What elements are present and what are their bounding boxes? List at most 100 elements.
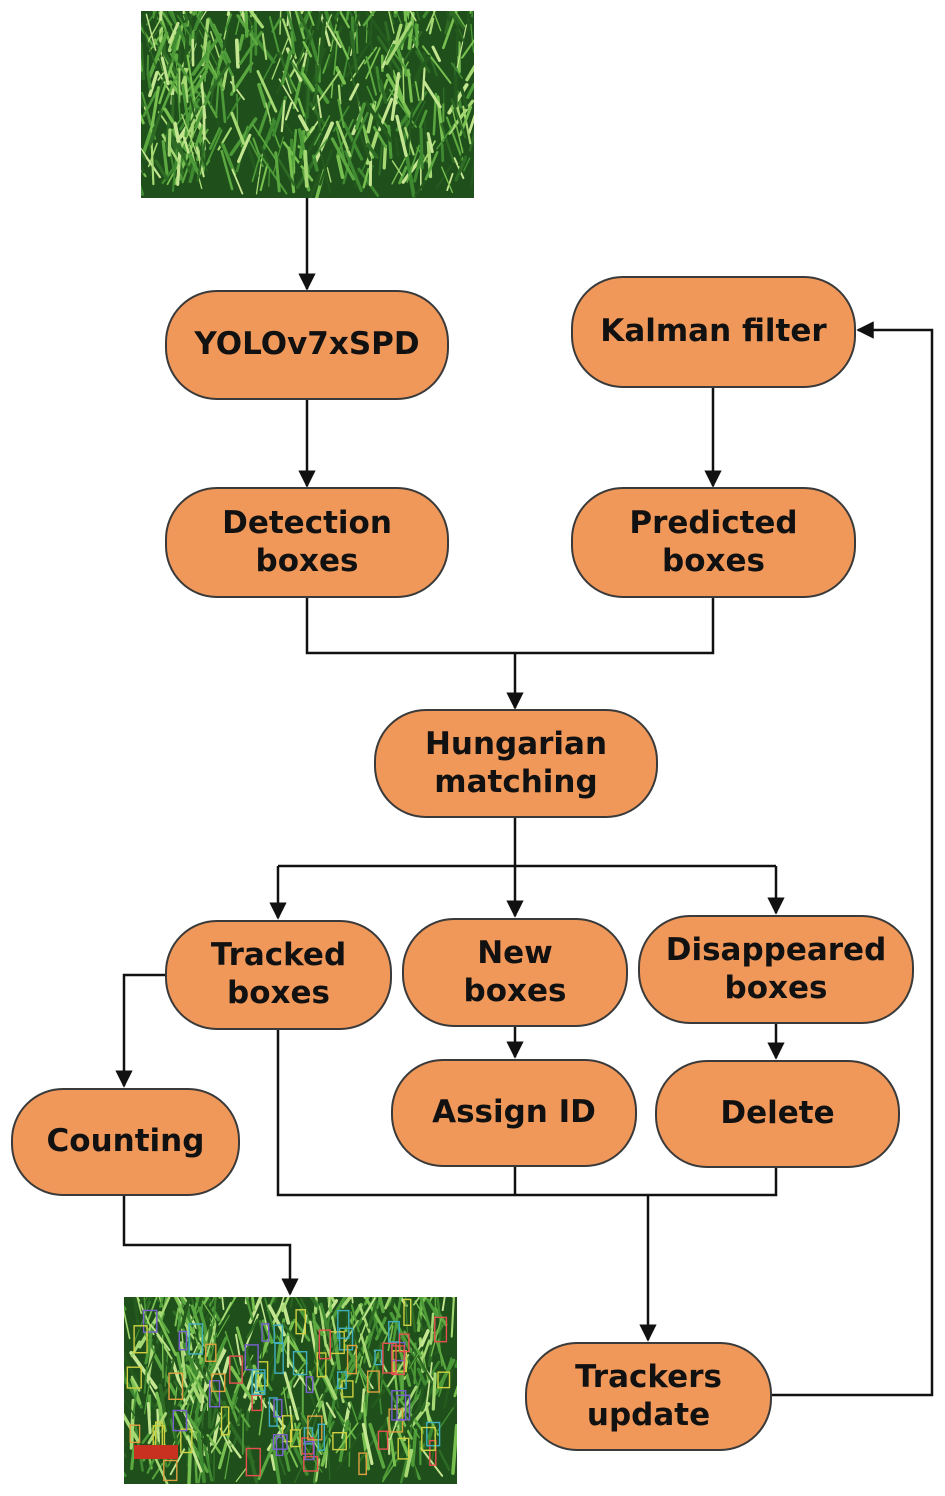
leaf-stroke: [340, 1297, 353, 1309]
leaf-stroke: [291, 128, 298, 168]
leaf-stroke: [187, 1443, 193, 1484]
leaf-stroke: [420, 1370, 442, 1412]
leaf-stroke: [231, 168, 244, 195]
leaf-stroke: [158, 62, 174, 105]
leaf-stroke: [453, 1384, 457, 1398]
leaf-stroke: [385, 21, 413, 66]
leaf-stroke: [387, 11, 395, 34]
leaf-stroke: [436, 125, 454, 150]
leaf-stroke: [146, 1402, 152, 1435]
leaf-stroke: [466, 82, 474, 100]
tracked-box-mark: [289, 1429, 301, 1448]
leaf-stroke: [416, 54, 431, 76]
leaf-stroke: [441, 1297, 446, 1312]
leaf-stroke: [161, 1335, 164, 1379]
leaf-stroke: [384, 1297, 392, 1310]
leaf-stroke: [193, 11, 210, 38]
leaf-stroke: [468, 129, 474, 152]
tracked-box-mark: [220, 1406, 230, 1436]
leaf-stroke: [284, 101, 293, 121]
leaf-stroke: [409, 11, 417, 22]
leaf-stroke: [229, 1365, 256, 1404]
arrow-counting-to-output: [122, 1196, 299, 1296]
arrow-trackers-feedback-to-kalman: [772, 321, 934, 1397]
leaf-stroke: [450, 98, 467, 139]
leaf-stroke: [364, 1297, 388, 1335]
leaf-stroke: [293, 1372, 303, 1388]
leaf-stroke: [416, 1297, 424, 1333]
leaf-stroke: [450, 62, 464, 79]
leaf-stroke: [349, 30, 359, 74]
leaf-stroke: [320, 1434, 333, 1467]
leaf-stroke: [244, 1351, 254, 1372]
leaf-stroke: [239, 11, 248, 24]
tracked-box-mark: [304, 1440, 315, 1461]
leaf-stroke: [193, 1297, 200, 1313]
tracked-box-mark: [133, 1325, 148, 1354]
leaf-stroke: [302, 40, 313, 58]
leaf-stroke: [321, 1418, 330, 1439]
leaf-stroke: [289, 138, 295, 176]
leaf-stroke: [361, 1297, 376, 1320]
leaf-stroke: [348, 83, 360, 101]
tracked-box-mark: [272, 1434, 288, 1450]
new-boxes-label: New boxes: [463, 934, 567, 1009]
tracked-box-mark: [336, 1371, 347, 1390]
leaf-stroke: [147, 31, 169, 80]
leaf-stroke: [455, 18, 460, 57]
leaf-stroke: [314, 102, 323, 136]
leaf-stroke: [344, 150, 363, 193]
leaf-stroke: [390, 72, 401, 122]
leaf-stroke: [184, 112, 191, 138]
count-overlay-mark: [134, 1445, 178, 1459]
leaf-stroke: [453, 157, 465, 180]
leaf-stroke: [181, 83, 190, 121]
leaf-stroke: [330, 137, 356, 181]
leaf-stroke: [306, 1373, 314, 1402]
hungarian-matching-node: Hungarian matching: [374, 709, 658, 818]
leaf-stroke: [217, 1430, 231, 1470]
tracked-boxes-label: Tracked boxes: [210, 937, 347, 1011]
leaf-stroke: [316, 94, 322, 119]
leaf-stroke: [149, 86, 160, 133]
tracked-box-mark: [377, 1430, 389, 1450]
yolov7xspd-label: YOLOv7xSPD: [194, 326, 420, 363]
leaf-stroke: [378, 78, 388, 104]
leaf-stroke: [141, 149, 147, 160]
detection-boxes-label: Detection boxes: [222, 504, 392, 579]
leaf-stroke: [368, 1422, 386, 1469]
leaf-stroke: [184, 11, 193, 22]
leaf-stroke: [419, 1297, 428, 1306]
leaf-stroke: [157, 1297, 171, 1322]
leaf-stroke: [309, 172, 322, 198]
leaf-stroke: [312, 63, 321, 103]
leaf-stroke: [235, 1333, 242, 1366]
disappeared-boxes-label: Disappeared boxes: [665, 931, 887, 1006]
leaf-stroke: [290, 30, 296, 56]
leaf-stroke: [130, 1446, 136, 1471]
leaf-stroke: [391, 69, 409, 115]
leaf-stroke: [297, 97, 306, 118]
leaf-stroke: [460, 87, 469, 110]
line-detection-predicted-merge: [305, 598, 715, 655]
leaf-stroke: [301, 72, 316, 92]
leaf-stroke: [186, 1364, 210, 1402]
leaf-stroke: [398, 25, 414, 50]
leaf-stroke: [326, 166, 332, 183]
leaf-stroke: [261, 32, 268, 61]
leaf-stroke: [129, 1398, 136, 1450]
leaf-stroke: [183, 75, 189, 104]
leaf-stroke: [203, 58, 224, 90]
leaf-stroke: [206, 1433, 222, 1455]
leaf-stroke: [395, 11, 402, 24]
leaf-stroke: [241, 1413, 245, 1455]
leaf-stroke: [164, 1347, 169, 1387]
leaf-stroke: [370, 1388, 386, 1409]
leaf-stroke: [451, 1398, 457, 1412]
leaf-stroke: [365, 21, 368, 44]
leaf-stroke: [462, 105, 472, 145]
leaf-stroke: [413, 1297, 421, 1306]
leaf-stroke: [456, 24, 468, 69]
leaf-stroke: [221, 1297, 225, 1311]
